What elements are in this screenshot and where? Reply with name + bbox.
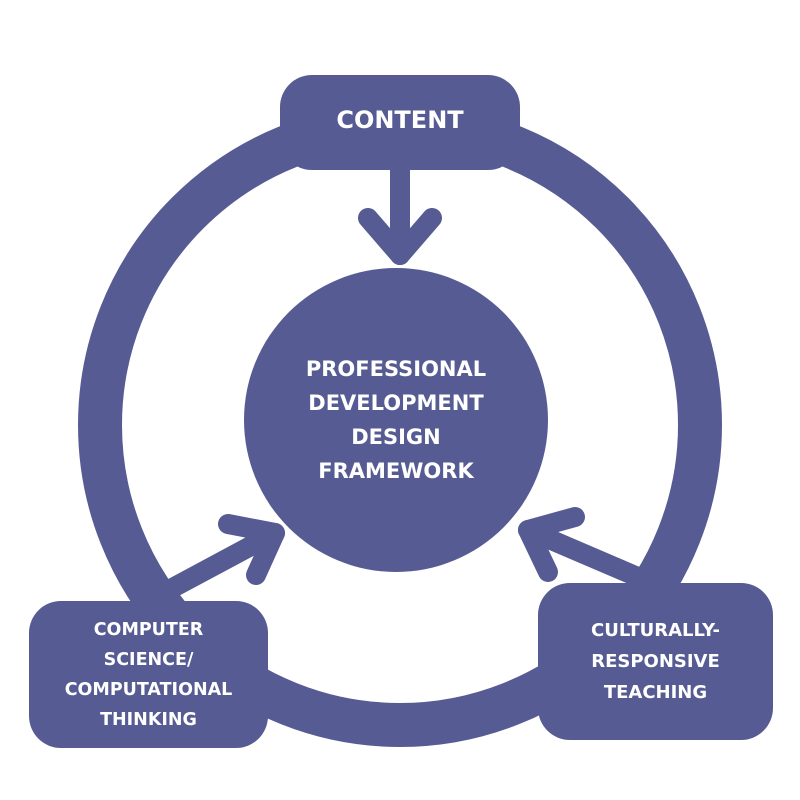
center-label: PROFESSIONAL DEVELOPMENT DESIGN FRAMEWOR… bbox=[246, 340, 546, 500]
content-label-text: CONTENT bbox=[336, 106, 464, 134]
arrow-down-icon bbox=[358, 160, 442, 265]
crt-box bbox=[538, 583, 773, 740]
arrow-right-to-center-icon bbox=[518, 507, 650, 588]
content-label: CONTENT bbox=[280, 75, 520, 165]
content-box bbox=[280, 75, 520, 170]
cs-ct-label: COMPUTER SCIENCE/ COMPUTATIONAL THINKING bbox=[29, 601, 268, 748]
center-label-text: PROFESSIONAL DEVELOPMENT DESIGN FRAMEWOR… bbox=[305, 357, 487, 483]
center-circle bbox=[244, 268, 548, 572]
crt-label-text: CULTURALLY- RESPONSIVE TEACHING bbox=[591, 620, 720, 703]
crt-label: CULTURALLY- RESPONSIVE TEACHING bbox=[538, 583, 773, 740]
cs-ct-box bbox=[29, 601, 268, 748]
cs-ct-label-text: COMPUTER SCIENCE/ COMPUTATIONAL THINKING bbox=[64, 619, 233, 730]
arrow-left-to-center-icon bbox=[155, 514, 285, 602]
